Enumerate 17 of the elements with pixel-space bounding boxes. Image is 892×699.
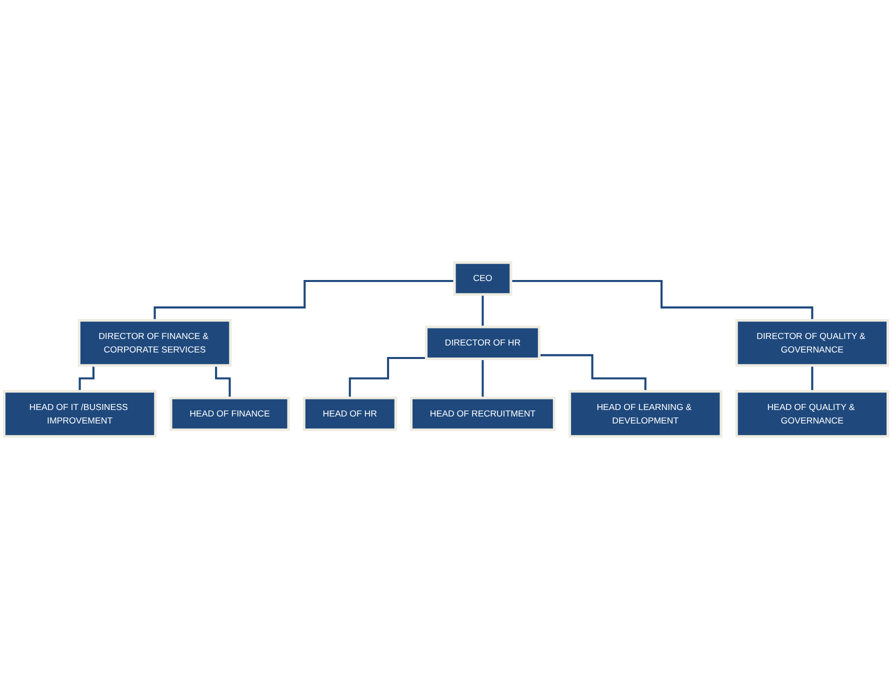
node-box: CEO (453, 261, 512, 296)
node-box: HEAD OF FINANCE (170, 396, 290, 432)
connector (811, 364, 814, 392)
node-box: HEAD OF LEARNING & DEVELOPMENT (568, 390, 722, 438)
connector (510, 280, 814, 322)
node-box: DIRECTOR OF QUALITY & GOVERNANCE (735, 319, 890, 367)
node-box: HEAD OF RECRUITMENT (410, 396, 556, 432)
node-box: HEAD OF IT /BUSINESS IMPROVEMENT (2, 390, 157, 438)
connector (154, 280, 455, 322)
connector (348, 356, 426, 399)
node-box: HEAD OF QUALITY & GOVERNANCE (735, 390, 890, 438)
connector (539, 354, 646, 392)
connector (482, 358, 484, 399)
node-box: DIRECTOR OF FINANCE & CORPORATE SERVICES (78, 319, 232, 367)
connector (482, 293, 484, 328)
node-box: DIRECTOR OF HR (424, 326, 540, 360)
node-box: HEAD OF HR (302, 396, 397, 432)
